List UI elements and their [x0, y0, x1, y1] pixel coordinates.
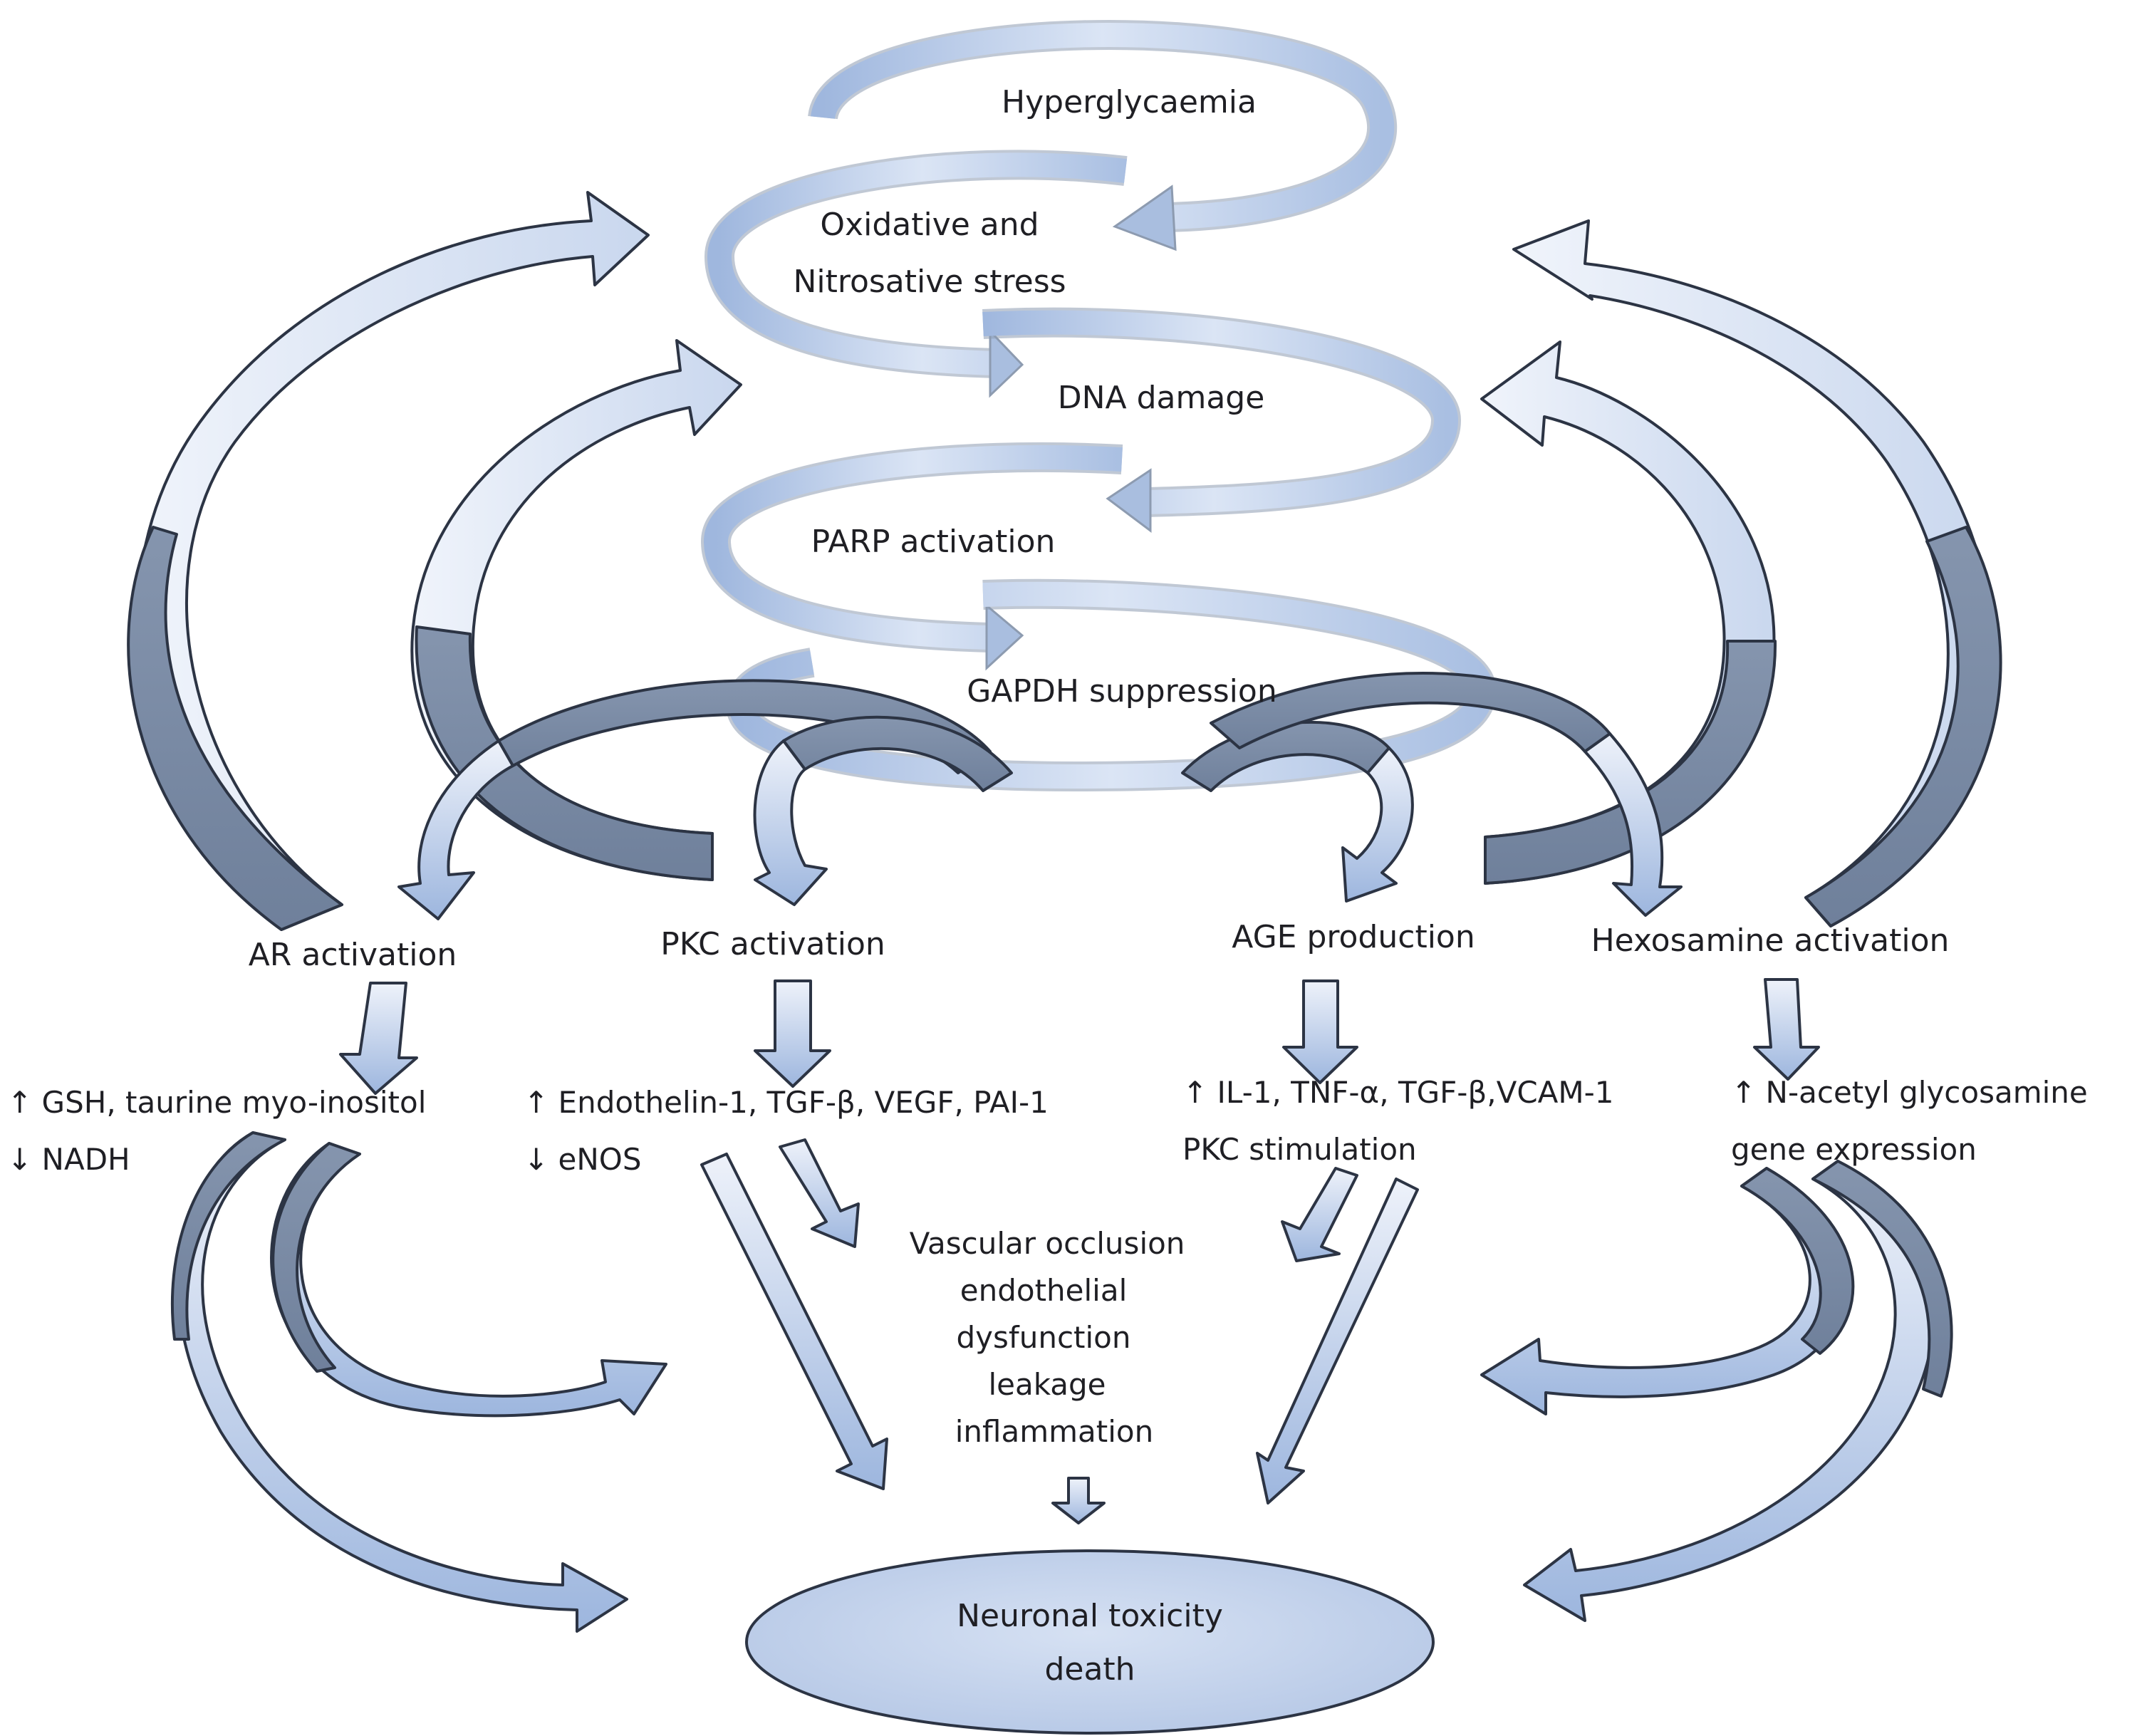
hexosamine-effect-arrows	[1480, 1160, 1953, 1622]
age-to-outcome-arrow	[1256, 1178, 1419, 1504]
label-ar-activation: AR activation	[249, 937, 457, 973]
outcome-line1: Neuronal toxicity	[957, 1598, 1223, 1634]
loop-arrow-oxidative	[707, 152, 1128, 375]
pkc-to-outcome-arrow	[700, 1153, 888, 1490]
pkc-effect-line1: ↑ Endothelin-1, TGF-β, VEGF, PAI-1	[524, 1085, 1049, 1120]
vascular-line1: Vascular occlusion	[910, 1226, 1185, 1261]
ar-effect-arrows	[170, 1131, 667, 1633]
feedback-arrow-hexosamine-dark	[1804, 526, 2002, 927]
pkc-to-vascular-arrow	[779, 1138, 860, 1248]
loop-arrowhead-dna	[989, 328, 1024, 398]
ar-effects-to-outcome-dark	[170, 1131, 286, 1341]
label-oxidative-line1: Oxidative and	[820, 207, 1039, 243]
hex-effect-line1: ↑ N-acetyl glycosamine	[1731, 1075, 2088, 1110]
gapdh-branch-arrows	[397, 672, 1683, 920]
feedback-arrow-pkc-dark	[415, 625, 714, 881]
age-effect-line1: ↑ IL-1, TNF-α, TGF-β,VCAM-1	[1182, 1075, 1614, 1110]
loop-arrow-hyperglycaemia	[811, 22, 1395, 229]
label-hyperglycaemia: Hyperglycaemia	[1002, 84, 1257, 120]
hex-effect-line2: gene expression	[1731, 1132, 1977, 1167]
outcome-line2: death	[1044, 1651, 1135, 1688]
branch-arrow-hex	[1584, 732, 1683, 917]
label-age-production: AGE production	[1232, 919, 1475, 955]
vascular-line5: inflammation	[955, 1414, 1154, 1449]
vascular-line3: dysfunction	[957, 1320, 1131, 1355]
loop-arrowhead-gapdh	[985, 603, 1024, 671]
label-pkc-activation: PKC activation	[660, 926, 885, 962]
branch-arrow-age	[1341, 747, 1414, 903]
vascular-to-outcome-arrow	[1051, 1477, 1106, 1524]
pkc-effect-line2: ↓ eNOS	[524, 1142, 642, 1177]
down-arrow-ar	[339, 982, 418, 1095]
loop-arrow-dna	[982, 310, 1459, 514]
vascular-label: Vascular occlusion endothelial dysfuncti…	[910, 1226, 1185, 1449]
cascade-labels: Hyperglycaemia Oxidative and Nitrosative…	[793, 84, 1277, 710]
vascular-line2: endothelial	[960, 1273, 1128, 1308]
loop-arrowhead-oxidative	[1112, 184, 1177, 251]
hex-effects-to-vascular-dark	[1740, 1167, 1855, 1355]
ar-effect-line2: ↓ NADH	[7, 1142, 130, 1177]
branch-arrow-pkc	[753, 739, 828, 906]
label-parp: PARP activation	[811, 524, 1056, 560]
loop-arrowhead-parp	[1106, 468, 1152, 533]
down-arrows	[339, 978, 1820, 1095]
ar-effects-to-vascular-dark	[271, 1142, 361, 1373]
pathway-labels: AR activation PKC activation AGE product…	[249, 919, 1950, 973]
middle-arrows	[700, 1138, 1419, 1524]
ar-effect-line1: ↑ GSH, taurine myo-inositol	[7, 1085, 426, 1120]
down-arrow-pkc	[754, 979, 831, 1088]
effect-labels: ↑ GSH, taurine myo-inositol ↓ NADH ↑ End…	[7, 1075, 2088, 1177]
feedback-arrow-ar-dark	[127, 526, 343, 931]
label-hexosamine-activation: Hexosamine activation	[1591, 922, 1950, 959]
feedback-arrows	[127, 191, 2002, 931]
down-arrow-age	[1282, 979, 1358, 1084]
label-oxidative-line2: Nitrosative stress	[793, 264, 1066, 300]
loop-arrow-parp	[703, 445, 1123, 650]
down-arrow-hexosamine	[1753, 978, 1820, 1081]
vascular-line4: leakage	[988, 1367, 1106, 1402]
cascade-loops	[700, 19, 1497, 792]
outcome-ellipse	[745, 1549, 1435, 1735]
age-to-vascular-arrow	[1281, 1167, 1358, 1262]
label-dna-damage: DNA damage	[1058, 380, 1265, 416]
hex-effects-to-outcome-dark	[1811, 1160, 1953, 1398]
branch-arrow-ar	[397, 739, 514, 920]
ar-effects-to-vascular-arrow	[270, 1142, 667, 1418]
outcome-label: Neuronal toxicity death	[957, 1598, 1223, 1688]
age-effect-line2: PKC stimulation	[1182, 1132, 1417, 1167]
label-gapdh: GAPDH suppression	[967, 673, 1277, 710]
